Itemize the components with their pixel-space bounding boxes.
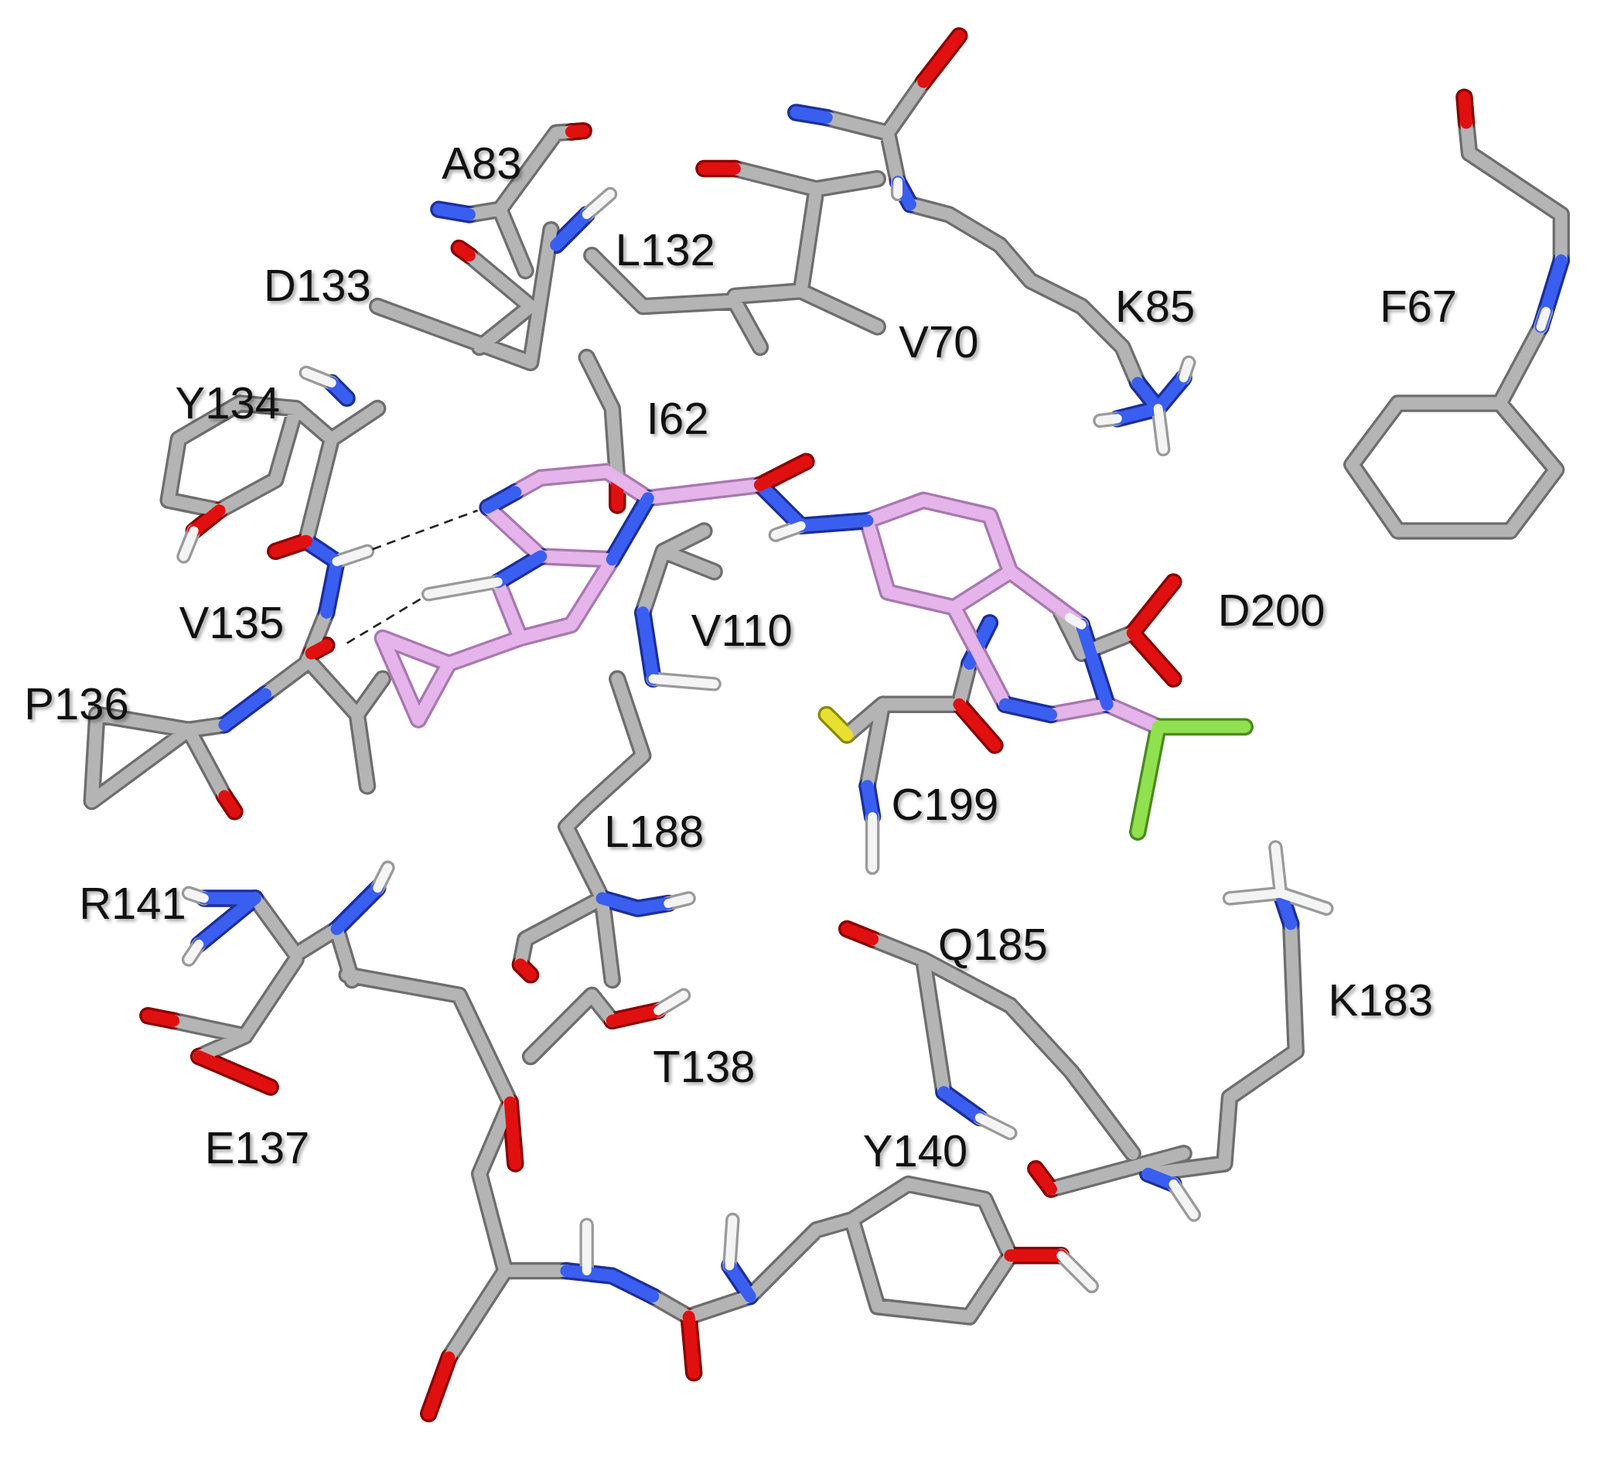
residue-label: K183: [1328, 977, 1433, 1023]
residue-label: V110: [691, 607, 793, 653]
residue-label: A83: [441, 140, 522, 186]
stick-fill: [92, 35, 1562, 1413]
residue-label: I62: [646, 395, 710, 441]
residue-label: V70: [898, 319, 979, 365]
residue-label: F67: [1379, 283, 1457, 329]
residue-label: Q185: [938, 921, 1048, 967]
residue-label: T138: [652, 1043, 755, 1089]
residue-label: Y134: [175, 380, 280, 426]
residue-label: R141: [78, 880, 187, 926]
residue-label: D200: [1217, 587, 1326, 633]
residue-label: K85: [1115, 283, 1195, 329]
residue-label: C199: [891, 781, 1000, 827]
residue-label: V135: [179, 600, 284, 645]
stick-outline: [92, 35, 1562, 1413]
hydrogen-bond: [347, 510, 478, 644]
residue-label: L188: [603, 808, 704, 854]
residue-label: Y140: [863, 1128, 968, 1174]
residue-label: P136: [23, 681, 129, 727]
residue-label: E137: [204, 1125, 310, 1171]
residue-label: D133: [263, 262, 372, 308]
residue-label: L132: [615, 227, 716, 273]
